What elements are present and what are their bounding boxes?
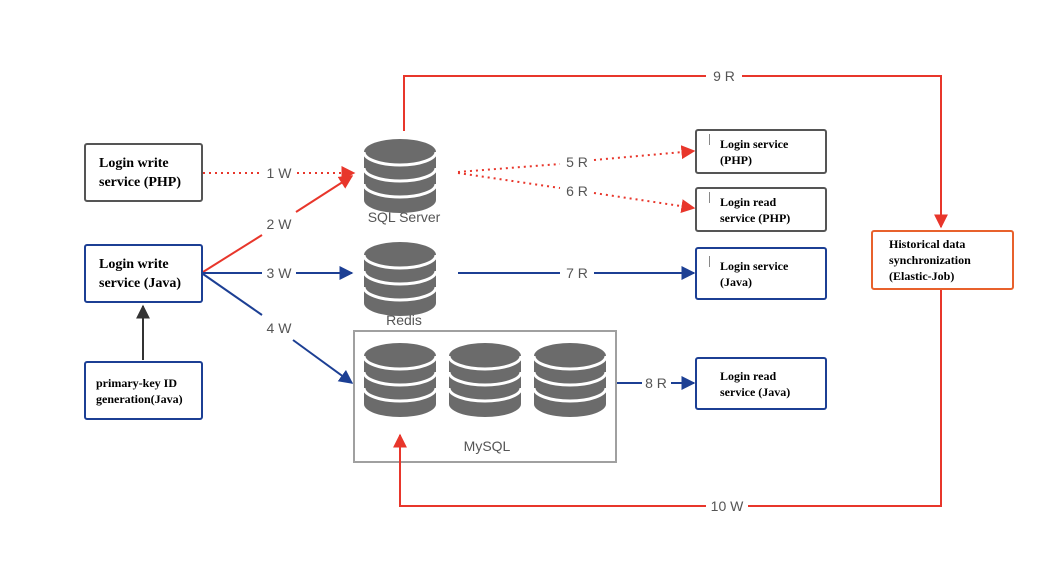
node-line: Historical data xyxy=(889,237,966,251)
node-line: Login write xyxy=(99,256,169,272)
mysql-database-icon-3 xyxy=(532,341,608,419)
edge-6-line-a xyxy=(457,172,561,189)
edge-4-line-b xyxy=(292,339,354,384)
login-service-php-node: Login service (PHP) xyxy=(695,129,827,174)
edge-4-label: 4 W xyxy=(267,320,293,336)
node-line: service (Java) xyxy=(99,275,182,291)
edge-9-line-a xyxy=(403,75,706,131)
text-cursor-mark xyxy=(709,134,710,145)
edge-5-line-a xyxy=(457,163,561,173)
historical-data-sync-node: Historical data synchronization (Elastic… xyxy=(871,230,1014,290)
node-line: Login service xyxy=(720,258,789,273)
node-line: (PHP) xyxy=(720,152,752,167)
node-line: service (PHP) xyxy=(99,174,182,190)
node-line: Login write xyxy=(99,155,169,171)
edge-4-line-a xyxy=(202,273,263,316)
primary-key-id-generation-node: primary-key ID generation(Java) xyxy=(84,361,203,420)
node-line: Login read xyxy=(720,368,777,383)
node-line: service (Java) xyxy=(720,384,791,399)
mysql-label: MySQL xyxy=(464,438,511,454)
mysql-database-icon-2 xyxy=(447,341,523,419)
edge-5-line-b xyxy=(593,145,696,161)
node-line: service (PHP) xyxy=(720,210,791,225)
edge-9-line-b xyxy=(742,75,948,229)
login-write-service-java-node: Login write service (Java) xyxy=(84,244,203,303)
edge-9-label: 9 R xyxy=(713,68,735,84)
edge-6-line-b xyxy=(593,192,696,214)
edge-6-label: 6 R xyxy=(566,183,588,199)
sql-server-database-icon xyxy=(362,137,438,215)
node-line: primary-key ID xyxy=(96,375,177,390)
login-write-service-php-node: Login write service (PHP) xyxy=(84,143,203,202)
edge-1-label: 1 W xyxy=(267,165,293,181)
node-line: Login service xyxy=(720,136,789,151)
edge-2-label: 2 W xyxy=(267,216,293,232)
edge-5-label: 5 R xyxy=(566,154,588,170)
redis-label: Redis xyxy=(386,312,422,328)
edge-10-line-a xyxy=(748,290,942,507)
mysql-database-icon-1 xyxy=(362,341,438,419)
node-line: Login read xyxy=(720,194,777,209)
sql-server-label: SQL Server xyxy=(368,209,441,225)
text-cursor-mark xyxy=(709,192,710,203)
node-line: (Java) xyxy=(720,274,752,289)
edge-10-label: 10 W xyxy=(711,498,744,514)
edge-2-line-a xyxy=(202,234,263,273)
edge-8-label: 8 R xyxy=(645,375,667,391)
edge-3-label: 3 W xyxy=(267,265,293,281)
redis-database-icon xyxy=(362,240,438,318)
text-cursor-mark xyxy=(709,256,710,267)
login-service-java-node: Login service (Java) xyxy=(695,247,827,300)
node-line: (Elastic-Job) xyxy=(889,269,955,283)
node-line: generation(Java) xyxy=(96,391,183,406)
node-line: synchronization xyxy=(889,253,971,267)
login-read-service-java-node: Login read service (Java) xyxy=(695,357,827,410)
edge-7-label: 7 R xyxy=(566,265,588,281)
edge-2-line-b xyxy=(295,175,354,213)
edge-10-line-b xyxy=(393,433,706,507)
login-read-service-php-node: Login read service (PHP) xyxy=(695,187,827,232)
